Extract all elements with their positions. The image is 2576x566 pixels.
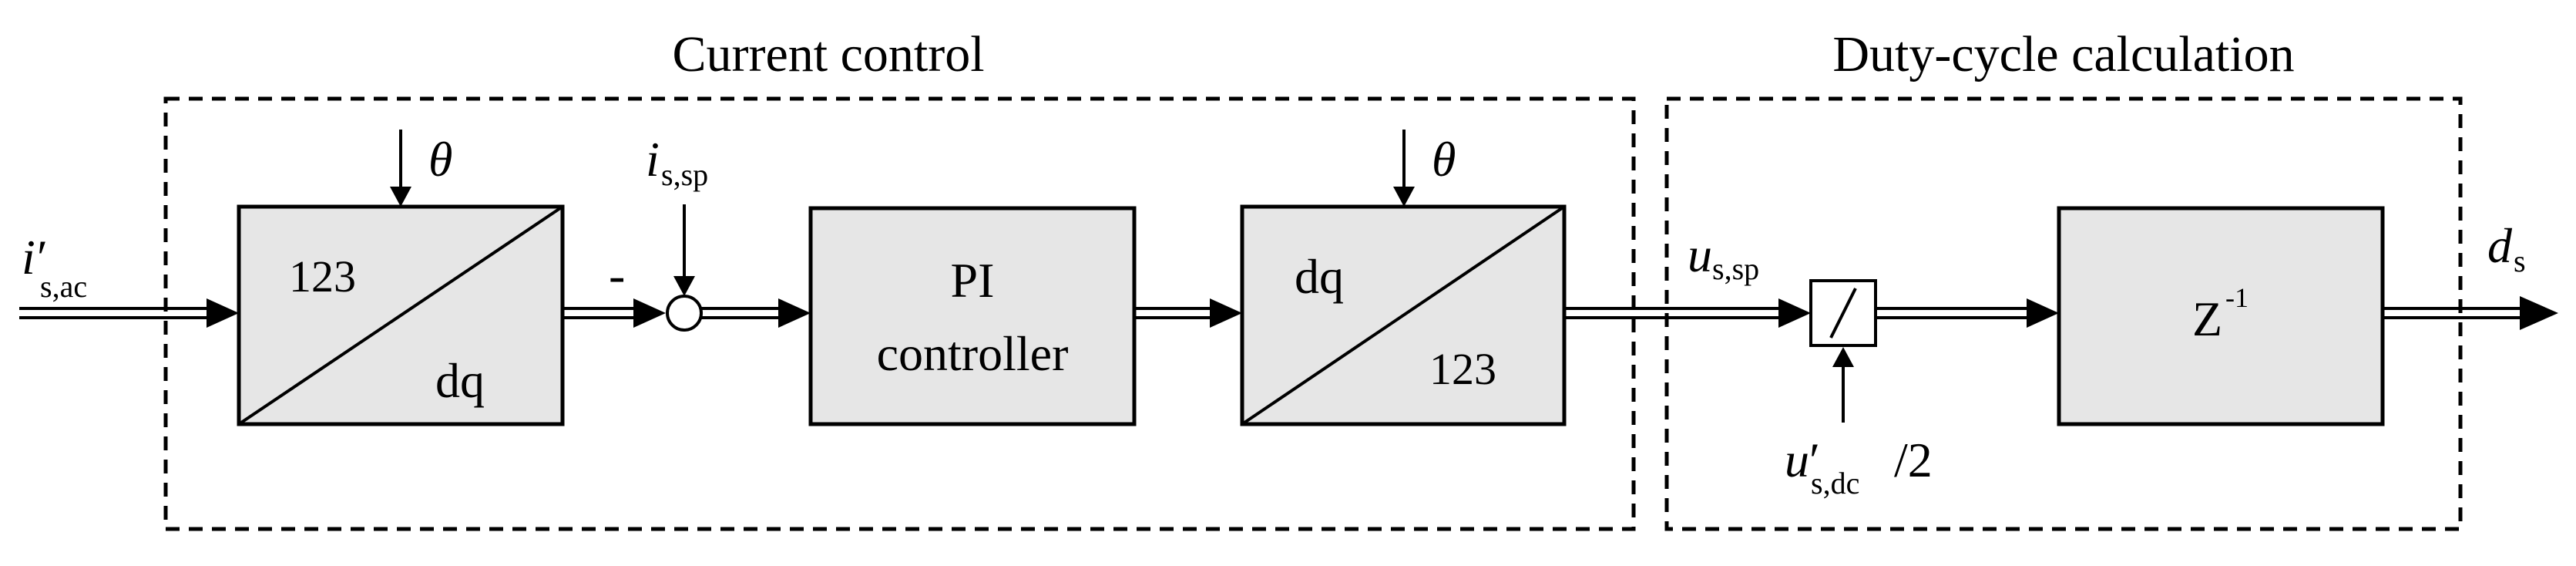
svg-text:θ: θ (428, 132, 452, 187)
svg-text:u: u (1688, 227, 1712, 282)
transform-out-top-label: dq (1295, 249, 1344, 304)
transform-in-bottom-label: dq (435, 353, 485, 408)
transform-in-top-label: 123 (289, 251, 356, 302)
svg-text:θ: θ (1432, 132, 1456, 187)
dc-voltage-label: u ′ s,dc /2 (1785, 433, 1933, 500)
controller-label: controller (877, 326, 1069, 381)
input-current-label: i ′ s,ac (22, 230, 87, 304)
svg-text:/2: /2 (1894, 433, 1933, 487)
svg-text:′: ′ (37, 230, 48, 285)
voltage-setpoint-label: u s,sp (1688, 227, 1759, 286)
voltage-setpoint-line (1564, 298, 1811, 328)
setpoint-arrow (673, 204, 695, 296)
theta-input-1: θ (390, 130, 452, 207)
setpoint-current-label: i s,sp (646, 132, 708, 192)
divider-block (1809, 279, 1877, 347)
pi-output-line (1134, 298, 1242, 328)
pi-controller-block: PI controller (808, 206, 1137, 426)
input-signal-line (19, 298, 239, 328)
svg-text:s,sp: s,sp (1712, 251, 1759, 286)
dc-voltage-arrow (1832, 347, 1854, 423)
svg-text:s,ac: s,ac (40, 269, 87, 304)
pi-label: PI (951, 253, 995, 308)
svg-text:d: d (2487, 218, 2513, 273)
svg-text:s: s (2514, 244, 2526, 278)
transform-out-bottom-label: 123 (1429, 344, 1496, 394)
dq-to-abc-block: dq 123 (1240, 204, 1567, 426)
delay-base-label: Z (2192, 291, 2222, 346)
theta-input-2: θ (1393, 130, 1456, 207)
abc-to-dq-block: 123 dq (237, 204, 565, 426)
delay-block: Z -1 (2057, 206, 2385, 426)
duty-cycle-frame (1664, 96, 2463, 531)
section-title-duty-cycle: Duty-cycle calculation (1832, 26, 2294, 83)
svg-text:u: u (1785, 433, 1809, 487)
divider-output-line (1876, 298, 2059, 328)
dq-current-line (563, 298, 666, 328)
svg-text:′: ′ (1809, 433, 1820, 487)
svg-text:s,sp: s,sp (661, 157, 708, 192)
minus-sign: - (609, 248, 625, 302)
error-line (701, 298, 811, 328)
duty-label: d s (2487, 218, 2526, 278)
svg-text:i: i (22, 230, 35, 285)
section-title-current-control: Current control (672, 26, 984, 83)
summing-junction (666, 295, 703, 332)
svg-text:s,dc: s,dc (1811, 466, 1859, 500)
delay-exponent-label: -1 (2225, 282, 2249, 313)
duty-output-line (2383, 296, 2558, 330)
svg-text:i: i (646, 132, 660, 187)
